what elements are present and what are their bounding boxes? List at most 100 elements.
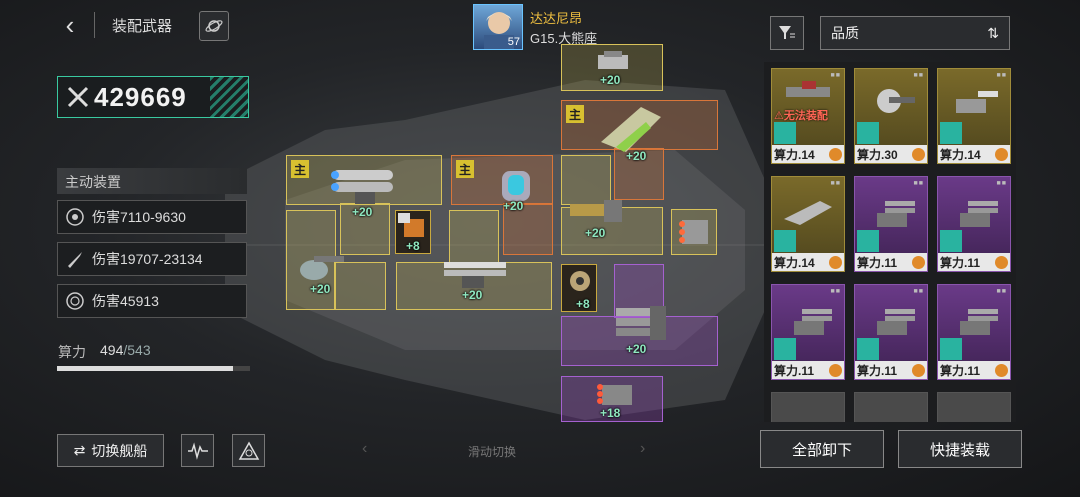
card-power: 算力.11 xyxy=(857,363,898,378)
wave-button[interactable] xyxy=(181,434,214,467)
weapon-slot[interactable]: +20 xyxy=(561,44,663,91)
equipment-card[interactable]: ■■ ⚠无法装配 算力.14 xyxy=(771,68,845,164)
equipment-card[interactable]: ■■ 算力.11 xyxy=(937,176,1011,272)
gear-icon xyxy=(995,363,1008,377)
slot-bonus: +20 xyxy=(310,282,331,296)
stat-label: 伤害45913 xyxy=(92,293,159,309)
target-icon xyxy=(66,208,84,226)
swords-icon xyxy=(67,86,89,108)
weapon-icon xyxy=(960,309,998,335)
equipment-card-partial[interactable] xyxy=(771,392,845,422)
missile-launcher-icon xyxy=(601,107,661,152)
wave-icon xyxy=(187,441,208,460)
stat-damage-1[interactable]: 伤害7110-9630 xyxy=(57,200,247,234)
heavy-cannon-icon xyxy=(616,306,666,340)
type-icon xyxy=(857,338,879,360)
flame-cannon-icon xyxy=(679,220,708,244)
card-power: 算力.11 xyxy=(940,255,981,270)
capacity-used: 494 xyxy=(100,342,124,358)
weapon-slot[interactable]: 主 xyxy=(451,155,553,205)
back-icon: ‹ xyxy=(65,9,75,40)
slot-bonus: +18 xyxy=(600,406,621,420)
sort-label: 品质 xyxy=(831,25,859,41)
stat-damage-2[interactable]: 伤害19707-23134 xyxy=(57,242,247,276)
active-devices-title: 主动装置 xyxy=(57,168,247,194)
type-icon xyxy=(857,230,879,252)
unequip-all-button[interactable]: 全部卸下 xyxy=(760,430,884,468)
pilot-level: 57 xyxy=(507,36,520,48)
equipment-card[interactable]: ■■ 算力.11 xyxy=(771,284,845,380)
small-module[interactable]: +8 xyxy=(561,264,597,312)
ship-name: G15.大熊座 xyxy=(530,31,598,46)
gatling-gun-icon xyxy=(570,200,622,222)
quick-equip-button[interactable]: 快捷装载 xyxy=(898,430,1022,468)
equipment-card[interactable]: ■■ 算力.11 xyxy=(854,284,928,380)
capacity-bar-fill xyxy=(57,366,233,371)
weapon-slot-ext[interactable] xyxy=(614,148,664,200)
main-tag: 主 xyxy=(456,160,474,178)
pilot-avatar[interactable]: 57 xyxy=(473,4,523,50)
card-marks: ■■ xyxy=(913,180,924,187)
card-marks: ■■ xyxy=(913,72,924,79)
equipment-card[interactable]: ■■ 算力.30 xyxy=(854,68,928,164)
slot-bonus: +20 xyxy=(352,205,373,219)
sort-order-icon: ⇅ xyxy=(987,24,999,41)
equipment-card[interactable]: ■■ 算力.14 xyxy=(937,68,1011,164)
radar-icon xyxy=(66,292,84,310)
slot-bonus: +20 xyxy=(626,149,647,163)
gear-icon xyxy=(995,255,1008,269)
capacity-value: 494/543 xyxy=(100,342,151,358)
filter-button[interactable] xyxy=(770,16,804,50)
switch-ship-label: 切换舰船 xyxy=(91,442,148,459)
equipment-card[interactable]: ■■ 算力.14 xyxy=(771,176,845,272)
weapon-slot[interactable] xyxy=(671,209,717,255)
type-icon xyxy=(940,230,962,252)
switch-ship-button[interactable]: ⇄ 切换舰船 xyxy=(57,434,164,467)
module-icon xyxy=(398,213,424,237)
gear-icon xyxy=(912,147,925,161)
weapon-slot[interactable]: +18 xyxy=(561,376,663,422)
card-marks: ■■ xyxy=(830,72,841,79)
gear-icon xyxy=(912,255,925,269)
filter-icon xyxy=(779,26,795,39)
slot-bonus: +20 xyxy=(585,226,606,240)
equipment-card-partial[interactable] xyxy=(937,392,1011,422)
weapon-slot[interactable] xyxy=(561,155,611,205)
slot-bonus: +20 xyxy=(462,288,483,302)
triangle-button[interactable] xyxy=(232,434,265,467)
slot-bonus: +8 xyxy=(406,239,420,253)
weapon-slot-ext[interactable] xyxy=(503,203,553,255)
weapon-icon xyxy=(794,309,832,335)
shield-generator-icon xyxy=(502,171,530,201)
combat-power-panel: 429669 xyxy=(57,76,249,118)
weapon-icon xyxy=(786,81,830,97)
stat-damage-3[interactable]: 伤害45913 xyxy=(57,284,247,318)
back-button[interactable]: ‹ xyxy=(56,10,84,40)
small-module[interactable]: +8 xyxy=(395,210,431,254)
rocket-pod-icon xyxy=(331,170,393,204)
sort-dropdown[interactable]: 品质 ⇅ xyxy=(820,16,1010,50)
card-marks: ■■ xyxy=(830,180,841,187)
card-power: 算力.14 xyxy=(940,147,981,162)
cannon-icon xyxy=(598,51,628,69)
swipe-hint: 滑动切换 xyxy=(468,445,517,459)
weapon-icon xyxy=(960,201,998,227)
planet-icon xyxy=(205,20,223,32)
main-tag: 主 xyxy=(566,105,584,123)
equipment-list[interactable]: ■■ ⚠无法装配 算力.14 ■■ 算力.30 ■■ 算力.14 ■■ 算力.1… xyxy=(764,62,1016,422)
type-icon xyxy=(774,122,796,144)
equipment-card[interactable]: ■■ 算力.11 xyxy=(937,284,1011,380)
equipment-card-partial[interactable] xyxy=(854,392,928,422)
header-divider xyxy=(94,12,95,38)
missile-rack-icon xyxy=(597,384,632,405)
cannot-equip-warning: ⚠无法装配 xyxy=(774,110,828,122)
weapon-slot-ext[interactable] xyxy=(334,262,386,310)
equipment-card[interactable]: ■■ 算力.11 xyxy=(854,176,928,272)
gear-module-icon xyxy=(570,271,590,291)
gear-icon xyxy=(829,147,842,161)
card-marks: ■■ xyxy=(996,180,1007,187)
card-power: 算力.14 xyxy=(774,255,815,270)
planet-button[interactable] xyxy=(199,11,229,41)
slot-bonus: +20 xyxy=(626,342,647,356)
weapon-icon xyxy=(877,309,915,335)
